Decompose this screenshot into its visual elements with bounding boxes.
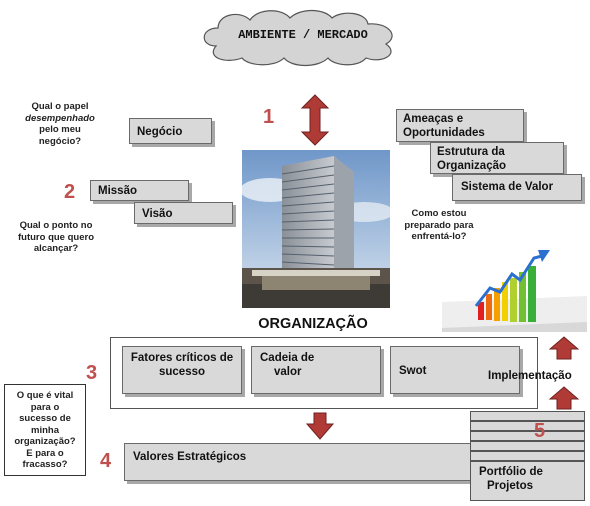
portfolio-layer	[470, 411, 585, 421]
building-image	[242, 150, 390, 308]
down-arrow-icon	[306, 412, 334, 440]
step-number-4: 4	[100, 450, 112, 472]
cloud-label: AMBIENTE / MERCADO	[238, 28, 368, 42]
portfolio-layer	[470, 431, 585, 441]
fatores-criticos-box: Fatores críticos de sucesso	[122, 346, 242, 394]
question-vital: O que é vital para o sucesso de minha or…	[14, 390, 76, 470]
cadeia-valor-box: Cadeia de valor	[251, 346, 381, 394]
step-number-2: 2	[64, 181, 76, 203]
portfolio-layer	[470, 421, 585, 431]
negocio-box: Negócio	[129, 118, 212, 144]
visao-box: Visão	[134, 202, 233, 224]
ameacas-oportunidades-box: Ameaças e Oportunidades	[396, 109, 524, 142]
step-number-1: 1	[263, 106, 275, 128]
question-vital-box	[4, 384, 86, 476]
estrutura-organizacao-box: Estrutura da Organização	[430, 142, 564, 174]
step-number-5: 5	[534, 420, 546, 442]
portfolio-layer	[470, 441, 585, 451]
sistema-valor-box: Sistema de Valor	[452, 174, 582, 201]
valores-estrategicos-box: Valores Estratégicos	[124, 443, 476, 481]
double-arrow-icon	[300, 94, 330, 146]
step-number-3: 3	[86, 362, 98, 384]
implementacao-label: Implementação	[488, 370, 572, 382]
growth-chart-image	[442, 250, 587, 332]
up-arrow-top-icon	[549, 336, 579, 360]
missao-box: Missão	[90, 180, 189, 201]
cloud-shape	[203, 9, 393, 67]
swot-box: Swot	[390, 346, 520, 394]
up-arrow-bottom-icon	[549, 386, 579, 410]
portfolio-layer	[470, 451, 585, 461]
organizacao-label: ORGANIZAÇÃO	[258, 316, 368, 332]
question-papel: Qual o papel desempenhado pelo meu negóc…	[25, 101, 95, 147]
question-preparado: Como estou preparado para enfrentá-lo?	[404, 208, 474, 242]
portfolio-projetos-box: Portfólio de Projetos	[470, 461, 585, 501]
question-futuro: Qual o ponto no futuro que quero alcança…	[18, 220, 94, 254]
